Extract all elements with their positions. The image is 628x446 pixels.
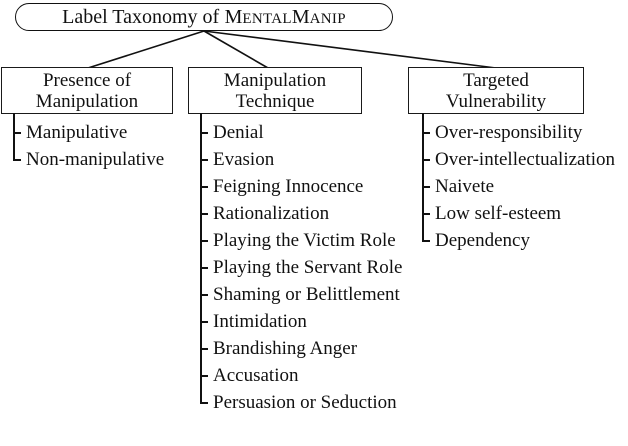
leaf-item: Naivete [422, 173, 615, 200]
leaf-item-label: Accusation [213, 364, 299, 386]
tick-mark [200, 347, 208, 350]
leaf-item: Playing the Servant Role [200, 254, 402, 281]
leaf-item: Denial [200, 119, 402, 146]
leaf-item-label: Rationalization [213, 202, 330, 224]
dataset-name: MENTALMANIP [224, 5, 346, 28]
leaf-item-label: Denial [213, 121, 264, 143]
leaf-item-label: Playing the Victim Role [213, 229, 396, 251]
tick-mark [200, 212, 208, 215]
item-list-technique: Denial Evasion Feigning Innocence Ration… [200, 119, 402, 416]
tick-mark [422, 212, 430, 215]
tick-mark [422, 185, 430, 188]
leaf-item-label: Low self-esteem [435, 202, 562, 224]
leaf-item: Intimidation [200, 308, 402, 335]
tick-mark [200, 131, 208, 134]
leaf-item: Playing the Victim Role [200, 227, 402, 254]
tree-stem-technique [200, 113, 202, 403]
leaf-item-label: Brandishing Anger [213, 337, 358, 359]
connector-line-technique [203, 30, 269, 69]
tick-mark [13, 158, 21, 161]
leaf-item-label: Shaming or Belittlement [213, 283, 400, 305]
tick-mark [200, 374, 208, 377]
category-title-line: Presence of [42, 69, 132, 91]
item-list-vulnerability: Over-responsibility Over-intellectualiza… [422, 119, 615, 254]
leaf-item: Evasion [200, 146, 402, 173]
tick-mark [422, 131, 430, 134]
leaf-item: Accusation [200, 362, 402, 389]
leaf-item: Rationalization [200, 200, 402, 227]
leaf-item: Over-intellectualization [422, 146, 615, 173]
leaf-item: Shaming or Belittlement [200, 281, 402, 308]
tick-mark [200, 239, 208, 242]
leaf-item: Low self-esteem [422, 200, 615, 227]
leaf-item-label: Evasion [213, 148, 275, 170]
leaf-item: Brandishing Anger [200, 335, 402, 362]
leaf-item: Dependency [422, 227, 615, 254]
tick-mark [422, 158, 430, 161]
category-box-vulnerability: Targeted Vulnerability [408, 67, 584, 114]
leaf-item-label: Intimidation [213, 310, 307, 332]
tree-stem-vulnerability [422, 113, 424, 242]
tick-mark [200, 320, 208, 323]
tick-mark [200, 293, 208, 296]
category-box-presence: Presence of Manipulation [1, 67, 173, 114]
leaf-item: Non-manipulative [13, 146, 164, 173]
tick-mark [13, 131, 21, 134]
category-title-line: Vulnerability [445, 90, 547, 112]
leaf-item: Over-responsibility [422, 119, 615, 146]
leaf-item-label: Feigning Innocence [213, 175, 364, 197]
tick-mark [200, 158, 208, 161]
leaf-item-label: Dependency [435, 229, 530, 251]
tick-mark [200, 266, 208, 269]
leaf-item-label: Naivete [435, 175, 495, 197]
category-title-line: Technique [235, 90, 315, 112]
category-box-technique: Manipulation Technique [188, 67, 362, 114]
leaf-item: Manipulative [13, 119, 164, 146]
tick-mark [422, 239, 430, 242]
connector-line-vulnerability [203, 30, 497, 69]
leaf-item-label: Manipulative [26, 121, 128, 143]
tree-stem-presence [13, 113, 15, 161]
leaf-item-label: Over-responsibility [435, 121, 583, 143]
tick-mark [200, 185, 208, 188]
leaf-item: Feigning Innocence [200, 173, 402, 200]
tick-mark [200, 401, 208, 404]
connector-line-presence [87, 30, 205, 69]
leaf-item-label: Playing the Servant Role [213, 256, 403, 278]
connector-lines [87, 30, 497, 69]
root-title-prefix: Label Taxonomy of [62, 5, 220, 28]
leaf-item: Persuasion or Seduction [200, 389, 402, 416]
category-title-line: Manipulation [223, 69, 327, 91]
leaf-item-label: Persuasion or Seduction [213, 391, 397, 413]
leaf-item-label: Non-manipulative [26, 148, 165, 170]
category-title-line: Targeted [463, 69, 529, 91]
leaf-item-label: Over-intellectualization [435, 148, 616, 170]
item-list-presence: Manipulative Non-manipulative [13, 119, 164, 173]
category-title-line: Manipulation [35, 90, 139, 112]
